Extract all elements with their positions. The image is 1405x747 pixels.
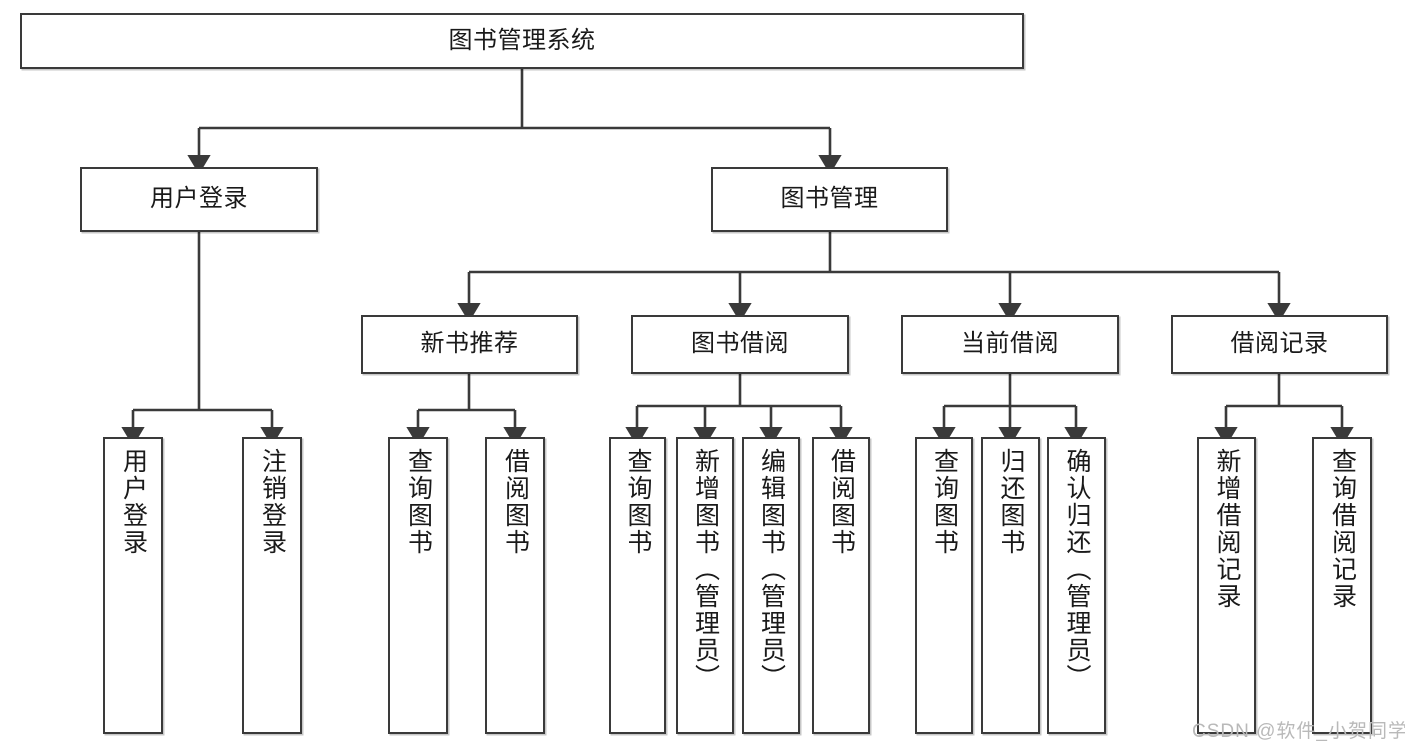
leaf-borrow-add-book-admin[interactable]: 新增图书（管理员） bbox=[676, 437, 734, 734]
node-user-login-label: 用户登录 bbox=[150, 185, 248, 213]
leaf-records-query-record-label: 查询借阅记录 bbox=[1328, 448, 1357, 610]
node-user-login[interactable]: 用户登录 bbox=[80, 167, 318, 232]
node-current-borrow[interactable]: 当前借阅 bbox=[901, 315, 1119, 374]
node-current-borrow-label: 当前借阅 bbox=[961, 330, 1059, 358]
leaf-records-add-record[interactable]: 新增借阅记录 bbox=[1197, 437, 1256, 734]
leaf-user-logout-label: 注销登录 bbox=[258, 448, 287, 556]
node-borrow-records-label: 借阅记录 bbox=[1230, 330, 1329, 358]
leaf-current-query-book[interactable]: 查询图书 bbox=[915, 437, 973, 734]
leaf-user-login-label: 用户登录 bbox=[119, 448, 148, 556]
leaf-newbook-borrow-book[interactable]: 借阅图书 bbox=[485, 437, 545, 734]
leaf-current-confirm-return-admin-label: 确认归还（管理员） bbox=[1063, 448, 1091, 691]
leaf-borrow-add-book-admin-label: 新增图书（管理员） bbox=[691, 448, 720, 691]
leaf-records-query-record[interactable]: 查询借阅记录 bbox=[1312, 437, 1372, 734]
node-root[interactable]: 图书管理系统 bbox=[20, 13, 1024, 69]
csdn-watermark: CSDN @软件_小贺同学 bbox=[1192, 721, 1405, 742]
leaf-newbook-query-book-label: 查询图书 bbox=[404, 448, 433, 556]
leaf-current-confirm-return-admin[interactable]: 确认归还（管理员） bbox=[1047, 437, 1106, 734]
leaf-borrow-query-book-label: 查询图书 bbox=[624, 448, 652, 556]
node-book-management[interactable]: 图书管理 bbox=[711, 167, 948, 232]
leaf-current-return-book[interactable]: 归还图书 bbox=[981, 437, 1040, 734]
leaf-current-query-book-label: 查询图书 bbox=[930, 448, 959, 556]
leaf-records-add-record-label: 新增借阅记录 bbox=[1213, 448, 1241, 610]
node-borrow-records[interactable]: 借阅记录 bbox=[1171, 315, 1388, 374]
node-new-book-recommend-label: 新书推荐 bbox=[420, 330, 519, 358]
leaf-user-login[interactable]: 用户登录 bbox=[103, 437, 163, 734]
node-root-label: 图书管理系统 bbox=[448, 26, 596, 54]
leaf-newbook-borrow-book-label: 借阅图书 bbox=[501, 448, 530, 556]
leaf-borrow-edit-book-admin[interactable]: 编辑图书（管理员） bbox=[742, 437, 800, 734]
node-new-book-recommend[interactable]: 新书推荐 bbox=[361, 315, 578, 374]
leaf-borrow-lend-book-label: 借阅图书 bbox=[827, 448, 856, 556]
node-book-borrow[interactable]: 图书借阅 bbox=[631, 315, 849, 374]
node-book-borrow-label: 图书借阅 bbox=[691, 330, 789, 358]
leaf-newbook-query-book[interactable]: 查询图书 bbox=[388, 437, 448, 734]
leaf-borrow-edit-book-admin-label: 编辑图书（管理员） bbox=[757, 448, 786, 691]
leaf-borrow-lend-book[interactable]: 借阅图书 bbox=[812, 437, 870, 734]
node-book-management-label: 图书管理 bbox=[780, 185, 879, 213]
leaf-user-logout[interactable]: 注销登录 bbox=[242, 437, 302, 734]
leaf-current-return-book-label: 归还图书 bbox=[997, 448, 1025, 556]
leaf-borrow-query-book[interactable]: 查询图书 bbox=[609, 437, 666, 734]
